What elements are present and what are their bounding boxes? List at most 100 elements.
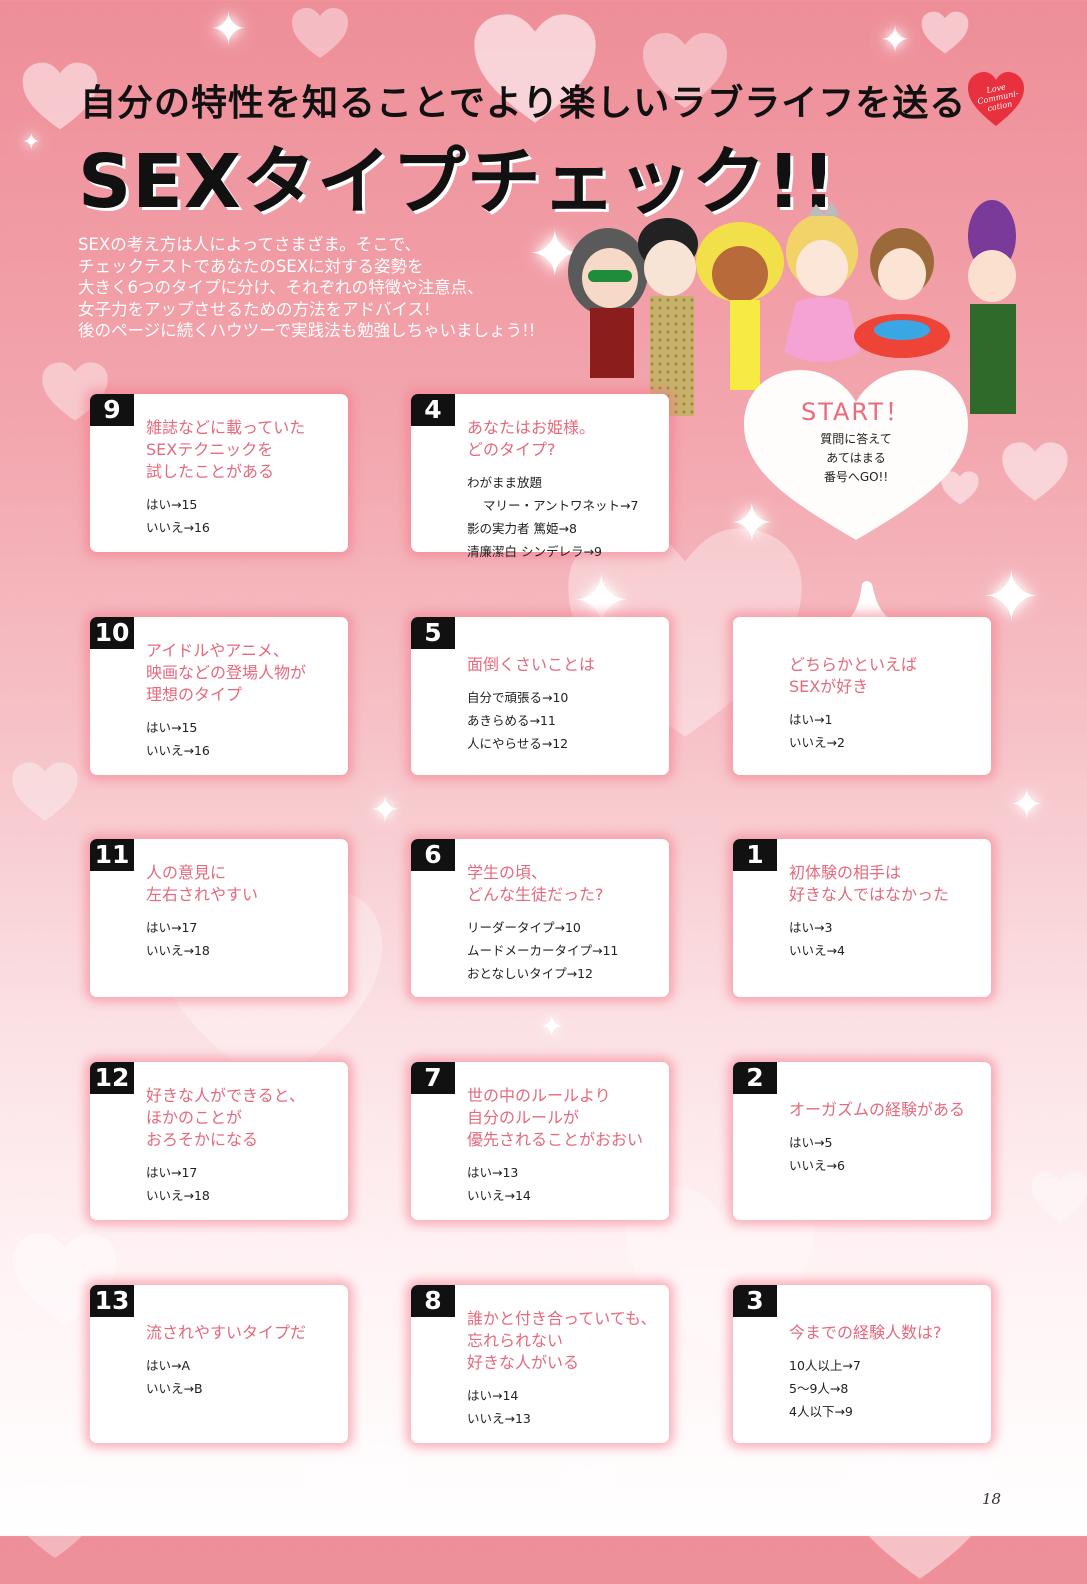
answer-option: はい→5	[789, 1135, 833, 1150]
sparkle-icon: ✦	[880, 20, 911, 61]
answer-option: いいえ→B	[146, 1381, 203, 1396]
question-text: 左右されやすい	[146, 885, 259, 904]
sparkle-icon: ✦	[982, 556, 1041, 638]
answer-option: はい→1	[789, 712, 833, 727]
answer-option: はい→15	[146, 497, 198, 512]
answer-option: いいえ→2	[789, 735, 845, 750]
heart-icon	[920, 10, 970, 55]
question-text: 流されやすいタイプだ	[146, 1323, 307, 1342]
page-title: SEXタイプチェック!!	[78, 139, 837, 225]
heart-icon	[1030, 1170, 1087, 1224]
intro-text: SEXの考え方は人によってさまざま。そこで、 チェックテストであなたのSEXに対…	[78, 234, 598, 342]
page-number: 18	[982, 1490, 1002, 1508]
question-text: おろそかになる	[146, 1130, 259, 1149]
answer-option: 清廉潔白 シンデレラ→9	[467, 544, 602, 559]
characters-illustration	[568, 200, 1016, 416]
answer-option: ムードメーカータイプ→11	[467, 943, 619, 958]
answer-option: はい→17	[146, 1165, 198, 1180]
question-text: 雑誌などに載っていた	[146, 418, 306, 437]
answer-option: はい→A	[146, 1358, 191, 1373]
love-communication-logo	[968, 72, 1024, 126]
answer-option: おとなしいタイプ→12	[467, 966, 594, 981]
question-number: 11	[90, 839, 134, 871]
question-text: 忘れられない	[467, 1331, 564, 1350]
answer-option: 10人以上→7	[789, 1358, 861, 1373]
sparkle-icon: ✦	[730, 494, 774, 554]
answer-option: はい→14	[467, 1388, 519, 1403]
question-text: オーガズムの経験がある	[789, 1100, 966, 1119]
question-card: 13 流されやすいタイプだはい→A いいえ→B	[90, 1285, 348, 1443]
answer-option: いいえ→18	[146, 943, 210, 958]
heart-icon	[1000, 440, 1070, 503]
question-text: 初体験の相手は	[789, 863, 902, 882]
answer-option: はい→17	[146, 920, 198, 935]
question-text: 面倒くさいことは	[467, 655, 596, 674]
answer-option: いいえ→14	[467, 1188, 531, 1203]
question-text: どのタイプ?	[467, 440, 556, 459]
answer-option: いいえ→18	[146, 1188, 210, 1203]
question-number: 12	[90, 1062, 134, 1094]
question-text: 好きな人ではなかった	[789, 885, 950, 904]
question-text: 世の中のルールより	[467, 1086, 611, 1105]
answer-option: 自分で頑張る→10	[467, 690, 569, 705]
answer-option: 5〜9人→8	[789, 1381, 849, 1396]
question-card: 1 初体験の相手は好きな人ではなかったはい→3 いいえ→4	[733, 839, 991, 997]
sparkle-icon: ✦	[540, 1010, 564, 1043]
intro-line: SEXの考え方は人によってさまざま。そこで、	[78, 235, 422, 254]
question-text: どんな生徒だった?	[467, 885, 604, 904]
heart-icon	[560, 1460, 620, 1514]
question-number: 7	[411, 1062, 455, 1094]
answer-option: マリー・アントワネット→7	[483, 498, 639, 513]
question-text: あなたはお姫様。	[467, 418, 596, 437]
question-number: 13	[90, 1285, 134, 1317]
intro-line: 大きく6つのタイプに分け、それぞれの特徴や注意点、	[78, 278, 484, 297]
heart-icon	[10, 760, 80, 823]
question-text: どちらかといえば	[789, 655, 918, 674]
page-subtitle: 自分の特性を知ることでより楽しいラブライフを送る	[80, 83, 967, 124]
answer-option: はい→3	[789, 920, 833, 935]
question-text: 試したことがある	[146, 462, 275, 481]
question-text: SEXテクニックを	[146, 440, 274, 459]
heart-icon	[840, 1440, 1000, 1584]
answer-option: リーダータイプ→10	[467, 920, 581, 935]
heart-icon	[10, 1480, 100, 1561]
question-text: 好きな人がいる	[467, 1353, 580, 1372]
question-number: 9	[90, 394, 134, 426]
question-text: 自分のルールが	[467, 1108, 580, 1127]
answer-option: 影の実力者 篤姫→8	[467, 521, 577, 536]
question-text: 人の意見に	[146, 863, 227, 882]
question-card: 8 誰かと付き合っていても、忘れられない好きな人がいるはい→14 いいえ→13	[411, 1285, 669, 1443]
answer-option: はい→13	[467, 1165, 519, 1180]
question-text: 映画などの登場人物が	[146, 663, 307, 682]
intro-line: 女子力をアップさせるための方法をアドバイス!	[78, 299, 431, 319]
intro-line: チェックテストであなたのSEXに対する姿勢を	[78, 256, 424, 276]
question-number: 8	[411, 1285, 455, 1317]
sparkle-icon: ✦	[22, 130, 41, 155]
question-text: 理想のタイプ	[146, 685, 243, 704]
question-text: ほかのことが	[146, 1108, 243, 1127]
question-number: 3	[733, 1285, 777, 1317]
answer-option: いいえ→4	[789, 943, 845, 958]
question-number: 1	[733, 839, 777, 871]
answer-option: 4人以下→9	[789, 1404, 853, 1419]
answer-option: いいえ→13	[467, 1411, 531, 1426]
question-text: 学生の頃、	[467, 863, 548, 882]
start-title: START！	[800, 398, 912, 426]
question-number: 10	[90, 617, 134, 649]
question-card: 9 雑誌などに載っていた SEXテクニックを試したことがあるはい→15 いいえ→16	[90, 394, 348, 552]
start-instruction: あてはまる	[826, 451, 886, 465]
question-text: 誰かと付き合っていても、	[467, 1309, 657, 1328]
heart-icon	[290, 6, 350, 60]
question-number: 5	[411, 617, 455, 649]
answer-option: いいえ→16	[146, 520, 210, 535]
answer-option: はい→15	[146, 720, 198, 735]
answer-option: わがまま放題	[467, 475, 543, 490]
question-number: 4	[411, 394, 455, 426]
